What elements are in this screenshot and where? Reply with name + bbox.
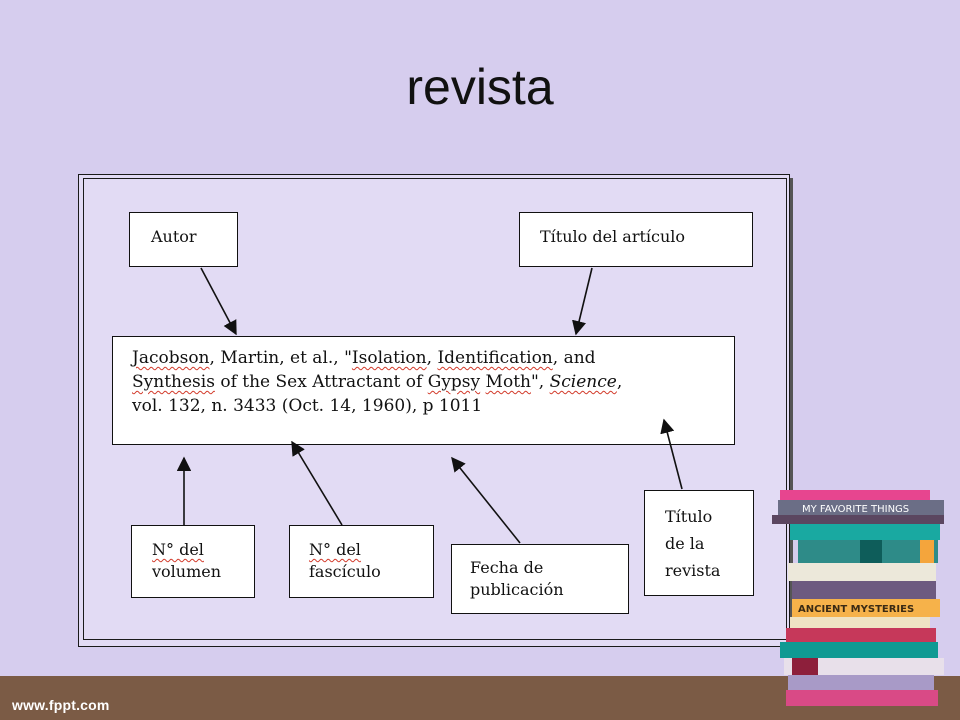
citation-text: , [616, 372, 623, 392]
citation-word: Identification [437, 348, 553, 368]
fasciculo-box: N° del fascículo [289, 525, 434, 598]
citation-author-name: Martin [220, 348, 280, 368]
book-label-ancient: ANCIENT MYSTERIES [798, 604, 914, 615]
citation-line-3: vol. 132, n. 3433 (Oct. 14, 1960), p 101… [132, 396, 483, 416]
fppt-watermark: www.fppt.com [12, 697, 110, 713]
titulo-articulo-label: Título del artículo [540, 227, 686, 246]
arrow-fecha [451, 456, 521, 544]
fasciculo-label-1: N° del [309, 540, 361, 559]
book-stack-illustration: MY FAVORITE THINGS ANCIENT MYSTERIES [772, 490, 944, 706]
citation-word: Synthesis [132, 372, 215, 392]
fecha-label-1: Fecha de [470, 558, 544, 577]
citation-word: Moth [485, 372, 531, 392]
citation-text: , et al., " [279, 348, 352, 368]
book-label-favorite: MY FAVORITE THINGS [802, 504, 909, 515]
volumen-box: N° del volumen [131, 525, 255, 598]
citation-text: of the Sex Attractant of [214, 372, 428, 392]
citation-text: ", [530, 372, 550, 392]
citation-line-1: Jacobson, Martin, et al., "Isolation, Id… [132, 346, 734, 370]
slide-title: revista [406, 59, 554, 115]
titulo-revista-label-3: revista [665, 561, 721, 580]
fecha-box: Fecha de publicación [451, 544, 629, 614]
fecha-label-2: publicación [470, 580, 564, 599]
titulo-revista-label-1: Título [665, 507, 713, 526]
autor-box: Autor [129, 212, 238, 267]
citation-journal: Science [549, 372, 617, 392]
titulo-revista-box: Título de la revista [644, 490, 754, 596]
volumen-label-1: N° del [152, 540, 204, 559]
titulo-articulo-box: Título del artículo [519, 212, 753, 267]
arrow-titulo-revista [660, 418, 683, 490]
arrow-titulo-articulo [572, 267, 593, 336]
citation-word: Gypsy [427, 372, 481, 392]
arrow-fasciculo [291, 440, 343, 526]
frame-shadow [790, 178, 793, 648]
fasciculo-label-2: fascículo [309, 562, 381, 581]
volumen-label-2: volumen [152, 562, 222, 581]
citation-text: , and [552, 348, 596, 368]
arrow-autor [200, 267, 237, 336]
titulo-revista-label-2: de la [665, 534, 705, 553]
autor-label: Autor [151, 227, 197, 246]
citation-box: Jacobson, Martin, et al., "Isolation, Id… [112, 336, 735, 445]
citation-text: , [426, 348, 438, 368]
citation-word: Isolation [351, 348, 427, 368]
citation-author-surname: Jacobson [132, 348, 210, 368]
citation-text: , [209, 348, 221, 368]
citation-line-2: Synthesis of the Sex Attractant of Gypsy… [132, 370, 734, 394]
